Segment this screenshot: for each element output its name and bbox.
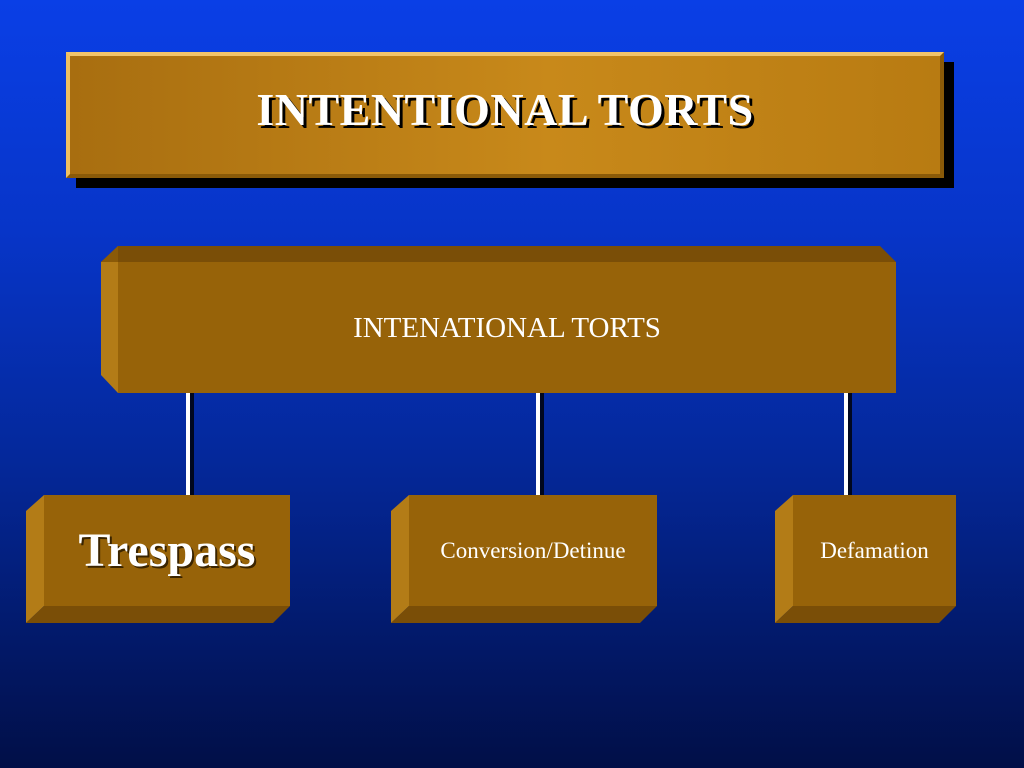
child-node-label-conversion: Conversion/Detinue <box>440 537 626 563</box>
connectors <box>186 393 852 495</box>
root-node-top-bevel <box>101 246 118 262</box>
title-banner: INTENTIONAL TORTS <box>66 52 944 178</box>
child-node-3-bottom-face <box>775 606 956 623</box>
root-node-top-face <box>101 246 896 262</box>
child-node-2-bottom-face <box>391 606 657 623</box>
child-node-1-front <box>44 495 290 606</box>
child-node-trespass <box>26 495 290 623</box>
child-node-3-front <box>793 495 956 606</box>
child-node-2-left-face <box>391 495 409 623</box>
child-node-3-left-face <box>775 495 793 623</box>
root-node-front <box>118 262 896 393</box>
connector-shadow-1 <box>189 393 194 495</box>
connector-shadow-2 <box>539 393 544 495</box>
child-node-2-front <box>409 495 657 606</box>
child-node-defamation <box>775 495 956 623</box>
root-node-label: INTENATIONAL TORTS <box>353 311 661 344</box>
root-node <box>101 246 896 393</box>
child-node-label-defamation: Defamation <box>820 537 929 563</box>
connector-line-3 <box>844 393 848 495</box>
connector-line-2 <box>536 393 540 495</box>
child-node-conversion <box>391 495 657 623</box>
slide-title: INTENTIONAL TORTS <box>256 83 754 135</box>
connector-line-1 <box>186 393 190 495</box>
child-node-label-trespass: Trespass <box>78 524 256 577</box>
root-node-left-face <box>101 262 118 393</box>
connector-shadow-3 <box>847 393 852 495</box>
child-node-1-left-face <box>26 495 44 623</box>
child-node-1-bottom-face <box>26 606 290 623</box>
